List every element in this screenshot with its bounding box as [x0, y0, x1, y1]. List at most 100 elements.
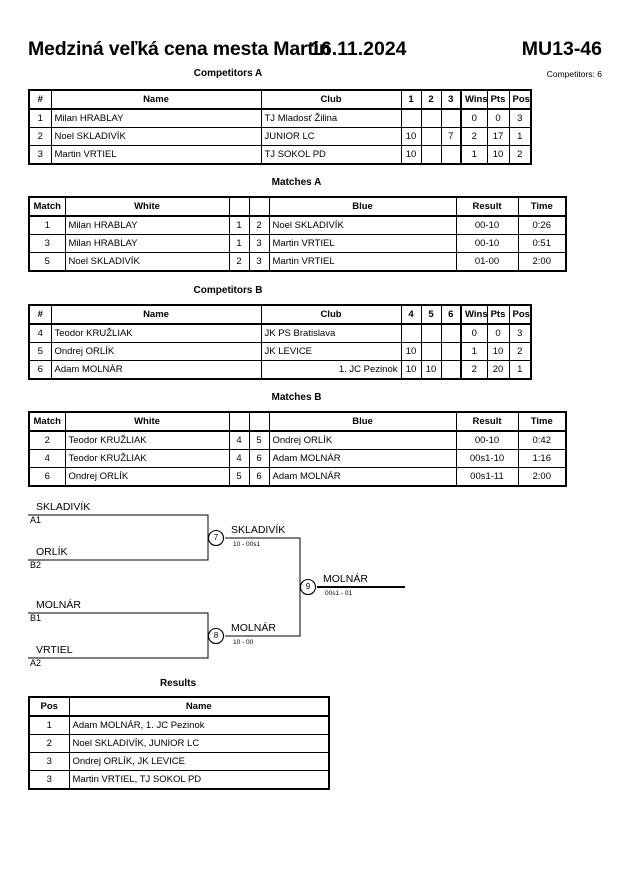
col-white: White [64, 411, 230, 432]
col-blue-number [248, 196, 270, 217]
cell-wins: 0 [460, 323, 488, 343]
competitors-count: Competitors: 6 [546, 69, 602, 79]
cell-blue: Adam MOLNÁR [268, 467, 457, 487]
col-pos: Pos [508, 304, 532, 325]
col-pos: Pos [508, 89, 532, 110]
cell-name: Noel SKLADIVÍK [50, 127, 262, 146]
table-row: 1 Adam MOLNÁR, 1. JC Pezinok [28, 715, 330, 735]
bracket-match-number-9: 9 [305, 582, 311, 591]
cell-number: 3 [28, 145, 52, 165]
col-name: Name [50, 89, 262, 110]
cell-score-6 [440, 323, 462, 343]
cell-score-4: 10 [400, 342, 422, 361]
cell-number: 4 [28, 323, 52, 343]
cell-name: Teodor KRUŽLIAK [50, 323, 262, 343]
cell-wins: 2 [460, 360, 488, 380]
bracket-match-number-7: 7 [213, 533, 219, 542]
cell-score-6 [440, 342, 462, 361]
col-match: Match [28, 411, 66, 432]
cell-club: TJ SOKOL PD [260, 145, 402, 165]
table-row: 5 Ondrej ORLÍK JK LEVICE 10 1 10 2 [28, 342, 532, 361]
col-number: # [28, 304, 52, 325]
cell-white: Milan HRABLAY [64, 234, 230, 253]
table-header-row: # Name Club 4 5 6 Wins Pts Pos [28, 304, 532, 325]
cell-pos: 3 [508, 323, 532, 343]
cell-pos: 3 [28, 770, 70, 790]
table-header-row: # Name Club 1 2 3 Wins Pts Pos [28, 89, 532, 110]
cell-pos: 1 [508, 360, 532, 380]
cell-blue: Adam MOLNÁR [268, 449, 457, 468]
cell-pos: 3 [28, 752, 70, 771]
cell-time: 1:16 [517, 449, 567, 468]
cell-white: Milan HRABLAY [64, 215, 230, 235]
cell-blue-number: 3 [248, 252, 270, 272]
table-row: 4 Teodor KRUŽLIAK 4 6 Adam MOLNÁR 00s1-1… [28, 449, 567, 468]
col-blue: Blue [268, 196, 457, 217]
cell-name: Ondrej ORLÍK, JK LEVICE [68, 752, 330, 771]
table-row: 5 Noel SKLADIVÍK 2 3 Martin VRTIEL 01-00… [28, 252, 567, 272]
cell-white-number: 5 [228, 467, 250, 487]
table-row: 3 Ondrej ORLÍK, JK LEVICE [28, 752, 330, 771]
cell-time: 0:42 [517, 430, 567, 450]
cell-pos: 1 [28, 715, 70, 735]
cell-match: 2 [28, 430, 66, 450]
cell-white-number: 4 [228, 430, 250, 450]
cell-score-5 [420, 323, 442, 343]
cell-blue: Martin VRTIEL [268, 252, 457, 272]
cell-name: Milan HRABLAY [50, 108, 262, 128]
col-wins: Wins [460, 89, 488, 110]
cell-result: 00s1-11 [455, 467, 519, 487]
cell-white: Teodor KRUŽLIAK [64, 449, 230, 468]
cell-name: Adam MOLNÁR, 1. JC Pezinok [68, 715, 330, 735]
cell-score-6 [440, 360, 462, 380]
cell-white-number: 1 [228, 215, 250, 235]
bracket-final-winner: MOLNÁR [323, 573, 368, 585]
page-header: Medziná veľká cena mesta Martin 16.11.20… [28, 38, 602, 62]
tournament-category: MU13-46 [521, 38, 602, 60]
cell-result: 00-10 [455, 430, 519, 450]
cell-score-3 [440, 108, 462, 128]
cell-number: 2 [28, 127, 52, 146]
col-white-number [228, 196, 250, 217]
col-wins: Wins [460, 304, 488, 325]
cell-blue: Noel SKLADIVÍK [268, 215, 457, 235]
cell-score-5: 10 [420, 360, 442, 380]
cell-time: 2:00 [517, 252, 567, 272]
cell-pts: 20 [486, 360, 510, 380]
cell-score-3: 7 [440, 127, 462, 146]
col-white: White [64, 196, 230, 217]
cell-wins: 1 [460, 145, 488, 165]
col-score-3: 3 [440, 89, 462, 110]
cell-name: Adam MOLNÁR [50, 360, 262, 380]
bracket-semifinal-winner: MOLNÁR [231, 622, 276, 634]
table-row: 1 Milan HRABLAY TJ Mladosť Žilina 0 0 3 [28, 108, 532, 128]
bracket-entry-name: VRTIEL [36, 644, 73, 656]
table-header-row: Match White Blue Result Time [28, 411, 567, 432]
bracket-entry-name: ORLÍK [36, 546, 68, 558]
col-blue-number [248, 411, 270, 432]
bracket-entry-seed: A2 [30, 658, 42, 668]
cell-blue: Ondrej ORLÍK [268, 430, 457, 450]
cell-number: 6 [28, 360, 52, 380]
cell-result: 00-10 [455, 234, 519, 253]
cell-result: 01-00 [455, 252, 519, 272]
cell-blue: Martin VRTIEL [268, 234, 457, 253]
caption-matches-a: Matches A [271, 177, 322, 188]
results-table: Pos Name 1 Adam MOLNÁR, 1. JC Pezinok 2 … [28, 696, 330, 790]
col-score-6: 6 [440, 304, 462, 325]
bracket-final-score: 00s1 - 01 [325, 590, 353, 597]
cell-number: 5 [28, 342, 52, 361]
cell-time: 0:26 [517, 215, 567, 235]
cell-score-1: 10 [400, 127, 422, 146]
col-pts: Pts [486, 89, 510, 110]
cell-pos: 2 [28, 734, 70, 753]
col-result: Result [455, 196, 519, 217]
cell-name: Martin VRTIEL, TJ SOKOL PD [68, 770, 330, 790]
bracket-entry-seed: B1 [30, 613, 42, 623]
col-score-1: 1 [400, 89, 422, 110]
table-row: 3 Martin VRTIEL TJ SOKOL PD 10 1 10 2 [28, 145, 532, 165]
cell-blue-number: 6 [248, 467, 270, 487]
col-time: Time [517, 411, 567, 432]
cell-wins: 2 [460, 127, 488, 146]
cell-wins: 1 [460, 342, 488, 361]
